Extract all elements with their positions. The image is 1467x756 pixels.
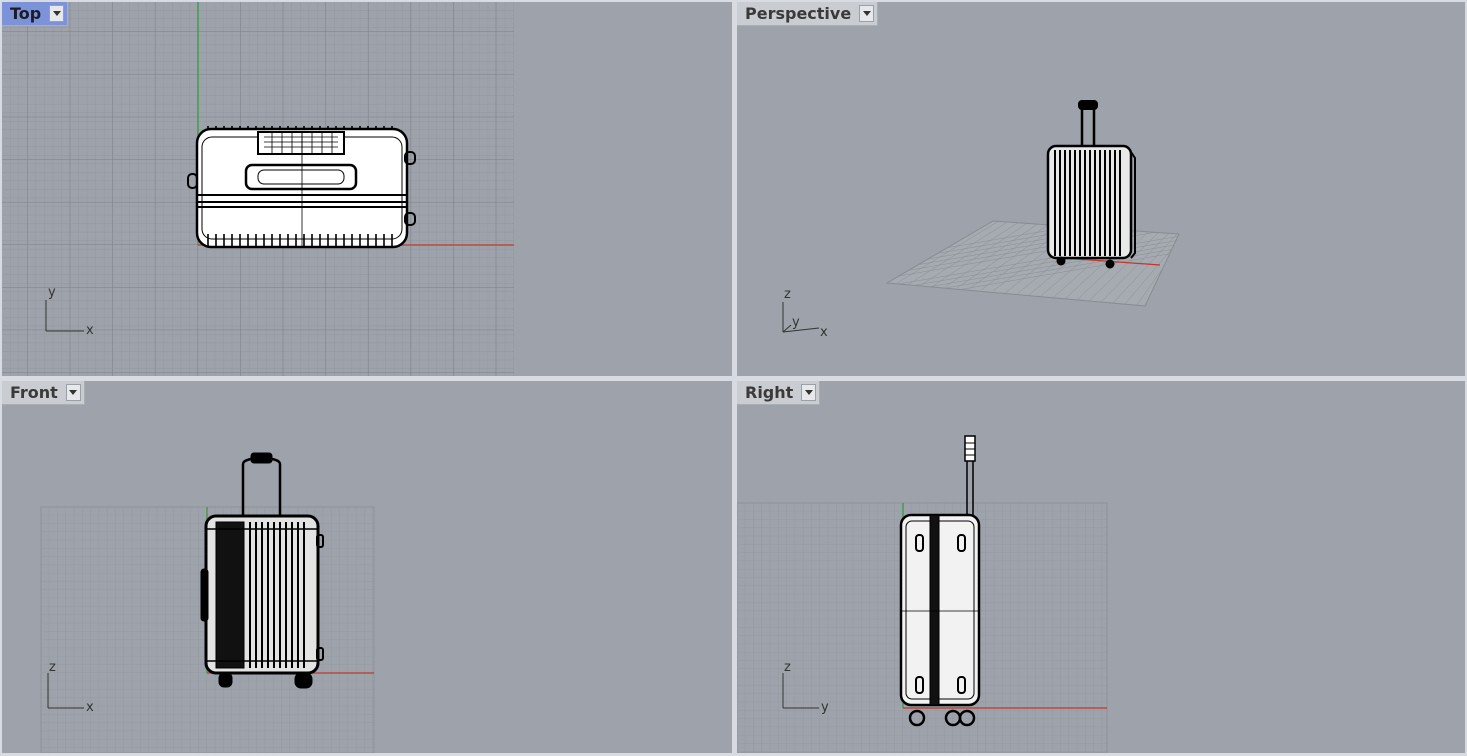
suitcase-top-view bbox=[187, 126, 416, 249]
axis-label-z: z bbox=[49, 660, 56, 675]
axis-label-x: x bbox=[86, 323, 94, 338]
viewport-tab-top[interactable]: Top bbox=[2, 2, 69, 26]
suitcase-front-view bbox=[200, 452, 324, 689]
viewport-title: Top bbox=[10, 4, 42, 23]
axis-label-z: z bbox=[784, 660, 791, 675]
viewport-perspective[interactable]: Perspective x y z bbox=[737, 2, 1465, 376]
viewport-top[interactable]: Top bbox=[2, 2, 732, 376]
front-canvas: x z bbox=[40, 452, 375, 753]
axis-triad bbox=[45, 300, 84, 332]
axis-label-z: z bbox=[784, 287, 791, 302]
chevron-down-icon[interactable] bbox=[65, 384, 81, 401]
viewport-tab-right[interactable]: Right bbox=[737, 381, 821, 405]
axis-label-y: y bbox=[48, 285, 56, 300]
viewport-tab-front[interactable]: Front bbox=[2, 381, 85, 405]
axis-label-y: y bbox=[821, 700, 829, 715]
axis-label-x: x bbox=[820, 325, 828, 340]
viewport-title: Front bbox=[10, 383, 58, 402]
axis-triad bbox=[782, 673, 819, 709]
chevron-down-icon[interactable] bbox=[49, 5, 65, 22]
axis-triad bbox=[47, 673, 84, 709]
chevron-down-icon[interactable] bbox=[859, 5, 875, 22]
axis-label-y: y bbox=[792, 315, 800, 330]
suitcase-right-view bbox=[899, 435, 981, 727]
viewport-front[interactable]: Front x z bbox=[2, 381, 732, 753]
perspective-canvas: x y z bbox=[782, 100, 1180, 340]
viewport-title: Perspective bbox=[745, 4, 852, 23]
viewport-right[interactable]: Right bbox=[737, 381, 1465, 753]
suitcase-perspective bbox=[1046, 100, 1136, 269]
right-canvas: y z bbox=[737, 435, 1108, 753]
viewport-tab-perspective[interactable]: Perspective bbox=[737, 2, 879, 26]
axis-triad bbox=[782, 302, 820, 333]
top-canvas: x y bbox=[2, 2, 514, 376]
axis-label-x: x bbox=[86, 700, 94, 715]
chevron-down-icon[interactable] bbox=[801, 384, 817, 401]
viewport-title: Right bbox=[745, 383, 794, 402]
